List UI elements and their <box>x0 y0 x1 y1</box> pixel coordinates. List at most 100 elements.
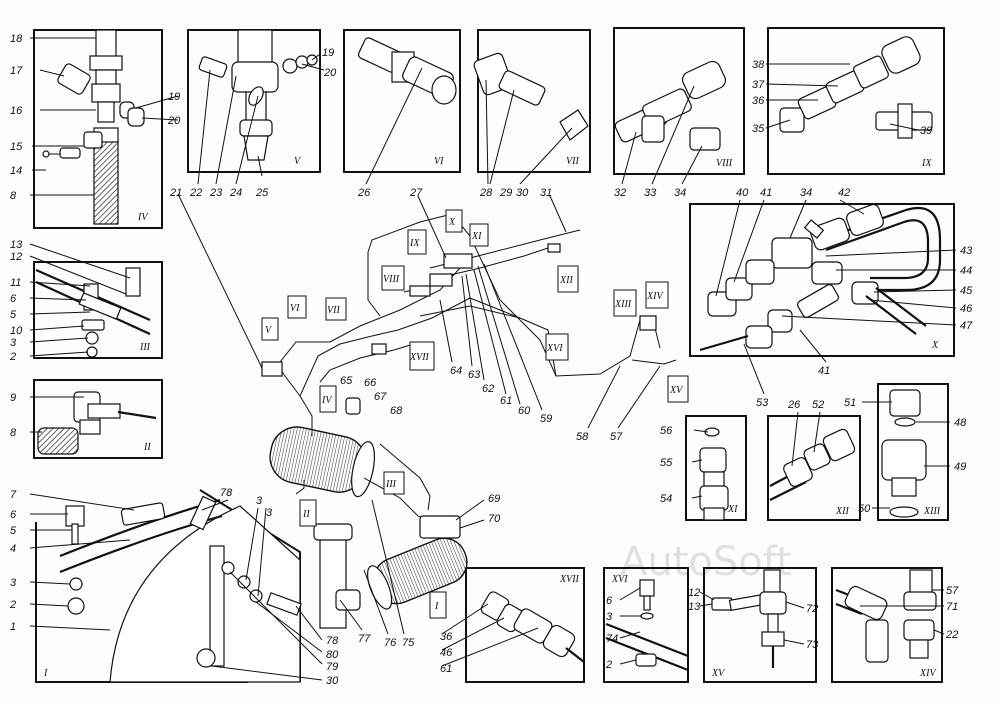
assembly-marker-ix: IX <box>409 238 420 249</box>
panel-label-xii: XII <box>835 506 849 517</box>
callout-35: 35 <box>752 123 765 135</box>
assembly-marker-i: I <box>434 601 439 612</box>
callout-16: 16 <box>10 105 23 117</box>
callout-28: 28 <box>479 187 493 199</box>
callout-76: 76 <box>384 637 397 649</box>
callout-38: 38 <box>752 59 765 71</box>
callout-24: 24 <box>229 187 242 199</box>
callout-72: 72 <box>806 603 818 615</box>
callout-79: 79 <box>326 661 338 673</box>
callout-18: 18 <box>10 33 23 45</box>
callout-46b: 46 <box>440 647 453 659</box>
callout-43: 43 <box>960 245 973 257</box>
callout-32: 32 <box>614 187 626 199</box>
assembly-marker-xvii: XVII <box>409 352 430 363</box>
panel-ii-frame <box>33 379 163 459</box>
callout-40: 40 <box>736 187 749 199</box>
callout-6: 6 <box>10 293 17 305</box>
callout-2: 2 <box>9 351 16 363</box>
callout-8: 8 <box>10 190 17 202</box>
callout-65: 65 <box>340 375 353 387</box>
callout-78b: 78 <box>326 635 339 647</box>
panel-label-xvi: XVI <box>611 574 628 585</box>
assembly-marker-xiv: XIV <box>646 291 664 302</box>
callout-67: 67 <box>374 391 387 403</box>
callout-6c: 6 <box>606 595 613 607</box>
callout-15: 15 <box>10 141 23 153</box>
callout-44: 44 <box>960 265 972 277</box>
assembly-marker-iv: IV <box>321 395 333 406</box>
panel-viii-frame <box>613 27 745 175</box>
callout-22: 22 <box>189 187 202 199</box>
callout-21: 21 <box>169 187 182 199</box>
callout-59: 59 <box>540 413 552 425</box>
callout-labels: 18 17 16 15 14 8 19 20 19 20 21 22 23 24… <box>9 33 973 687</box>
assembly-marker-iii: III <box>385 479 397 490</box>
panel-label-xiii: XIII <box>923 506 941 517</box>
callout-2c: 2 <box>605 659 612 671</box>
panel-iii-parts <box>35 267 151 358</box>
callout-9: 9 <box>10 392 16 404</box>
callout-39: 39 <box>920 125 932 137</box>
panel-viii-parts <box>614 60 727 151</box>
panel-vii-parts <box>473 52 589 141</box>
callout-11: 11 <box>10 277 21 289</box>
callout-56: 56 <box>660 425 673 437</box>
panel-xii-parts <box>769 428 856 501</box>
panel-label-xi: XI <box>727 504 738 515</box>
callout-61: 61 <box>500 395 512 407</box>
panel-label-xv: XV <box>711 668 726 679</box>
callout-23: 23 <box>209 187 223 199</box>
callout-54: 54 <box>660 493 672 505</box>
panel-vi-parts <box>357 37 457 105</box>
callout-71: 71 <box>946 601 958 613</box>
callout-55: 55 <box>660 457 673 469</box>
callout-64: 64 <box>450 365 462 377</box>
panel-label-ii: II <box>143 442 151 453</box>
watermark-text: AutoSoft <box>620 539 792 585</box>
callout-20: 20 <box>167 115 181 127</box>
callout-3d: 3 <box>266 507 273 519</box>
callout-34b: 34 <box>800 187 812 199</box>
callout-4: 4 <box>10 543 16 555</box>
panel-label-v: V <box>294 156 302 167</box>
callout-62: 62 <box>482 383 494 395</box>
callout-29: 29 <box>499 187 512 199</box>
leader-lines <box>29 37 957 681</box>
assembly-marker-x: X <box>448 217 456 228</box>
callout-78: 78 <box>220 487 233 499</box>
callout-41: 41 <box>760 187 772 199</box>
panel-xiii-parts <box>881 389 927 518</box>
callout-33: 33 <box>644 187 657 199</box>
callout-69: 69 <box>488 493 500 505</box>
callout-75: 75 <box>402 637 415 649</box>
callout-77: 77 <box>358 633 371 645</box>
callout-73: 73 <box>806 639 819 651</box>
panel-x-parts <box>699 203 942 352</box>
callout-63: 63 <box>468 369 481 381</box>
callout-30b: 30 <box>326 675 339 687</box>
panel-vii-frame <box>477 29 591 173</box>
callout-47: 47 <box>960 320 973 332</box>
callout-51: 51 <box>844 397 856 409</box>
callout-13b: 13 <box>688 601 701 613</box>
callout-36b: 36 <box>440 631 453 643</box>
panel-label-vii: VII <box>566 156 579 167</box>
callout-25: 25 <box>255 187 269 199</box>
panel-label-xiv: XIV <box>919 668 937 679</box>
callout-80: 80 <box>326 649 339 661</box>
panel-v-parts <box>198 29 318 161</box>
callout-19: 19 <box>168 91 180 103</box>
panel-label-i: I <box>43 668 48 679</box>
callout-53: 53 <box>756 397 769 409</box>
callout-52: 52 <box>812 399 824 411</box>
callout-34: 34 <box>674 187 686 199</box>
callout-57: 57 <box>610 431 623 443</box>
panel-label-vi: VI <box>434 156 444 167</box>
callout-14: 14 <box>10 165 22 177</box>
callout-41b: 41 <box>818 365 830 377</box>
callout-26: 26 <box>357 187 371 199</box>
assembly-marker-vi: VI <box>290 303 300 314</box>
callout-48: 48 <box>954 417 967 429</box>
